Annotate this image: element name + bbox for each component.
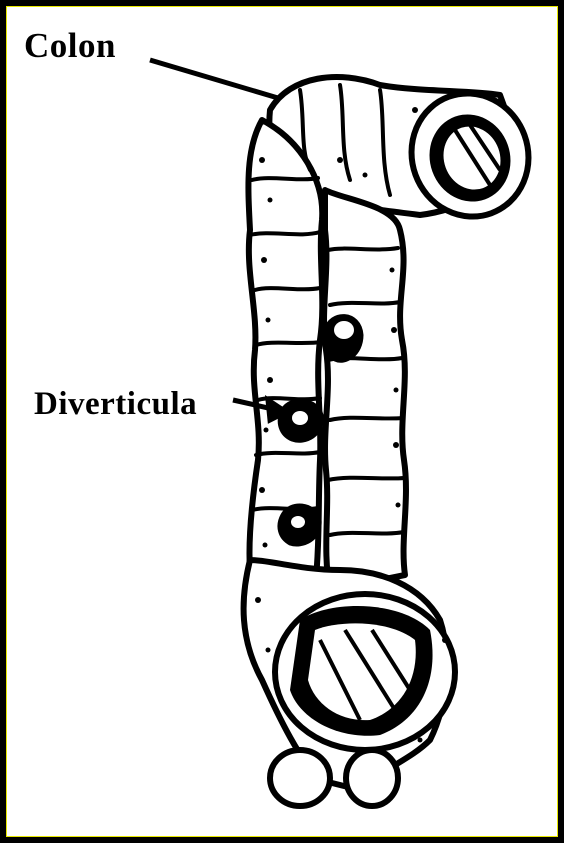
colon-pointer [150,60,278,98]
colon-label: Colon [24,26,116,66]
bottom-knob [270,750,330,806]
bottom-knob-right [346,750,398,806]
diverticula-label: Diverticula [34,386,197,423]
